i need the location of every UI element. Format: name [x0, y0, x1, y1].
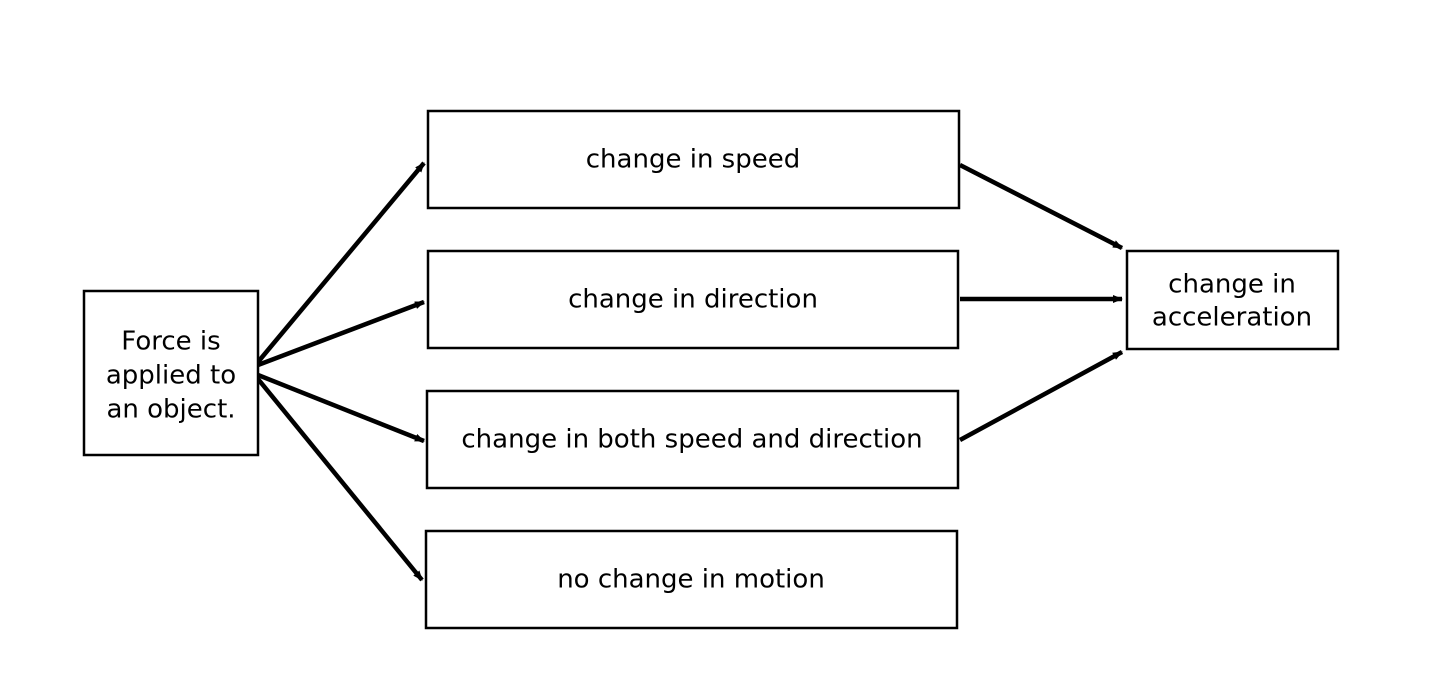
arrow-source-to-speed: [256, 161, 426, 364]
force-applied-line-3: an object.: [106, 395, 235, 425]
arrow-source-to-both: [257, 372, 425, 444]
change-in-acceleration-node: change in acceleration: [1125, 249, 1340, 351]
arrow-source-to-direction: [257, 299, 425, 368]
arrow-speed-to-accel: [958, 162, 1124, 251]
arrows-layer: [256, 161, 1124, 582]
change-in-both-label: change in both speed and direction: [461, 425, 922, 455]
change-in-direction-label: change in direction: [568, 285, 818, 315]
arrow-both-to-accel: [958, 350, 1124, 442]
no-change-in-motion-label: no change in motion: [557, 565, 825, 595]
change-in-both-node: change in both speed and direction: [425, 389, 960, 490]
change-in-acceleration-line-2: acceleration: [1152, 303, 1312, 333]
force-applied-line-2: applied to: [106, 361, 236, 391]
arrow-source-to-none: [256, 377, 424, 582]
change-in-acceleration-line-1: change in: [1168, 270, 1296, 300]
no-change-in-motion-node: no change in motion: [424, 529, 959, 630]
change-in-speed-node: change in speed: [426, 109, 961, 210]
change-in-direction-node: change in direction: [426, 249, 960, 350]
force-applied-node: Force is applied to an object.: [82, 289, 260, 457]
force-applied-line-1: Force is: [121, 327, 220, 357]
change-in-speed-label: change in speed: [586, 145, 800, 175]
